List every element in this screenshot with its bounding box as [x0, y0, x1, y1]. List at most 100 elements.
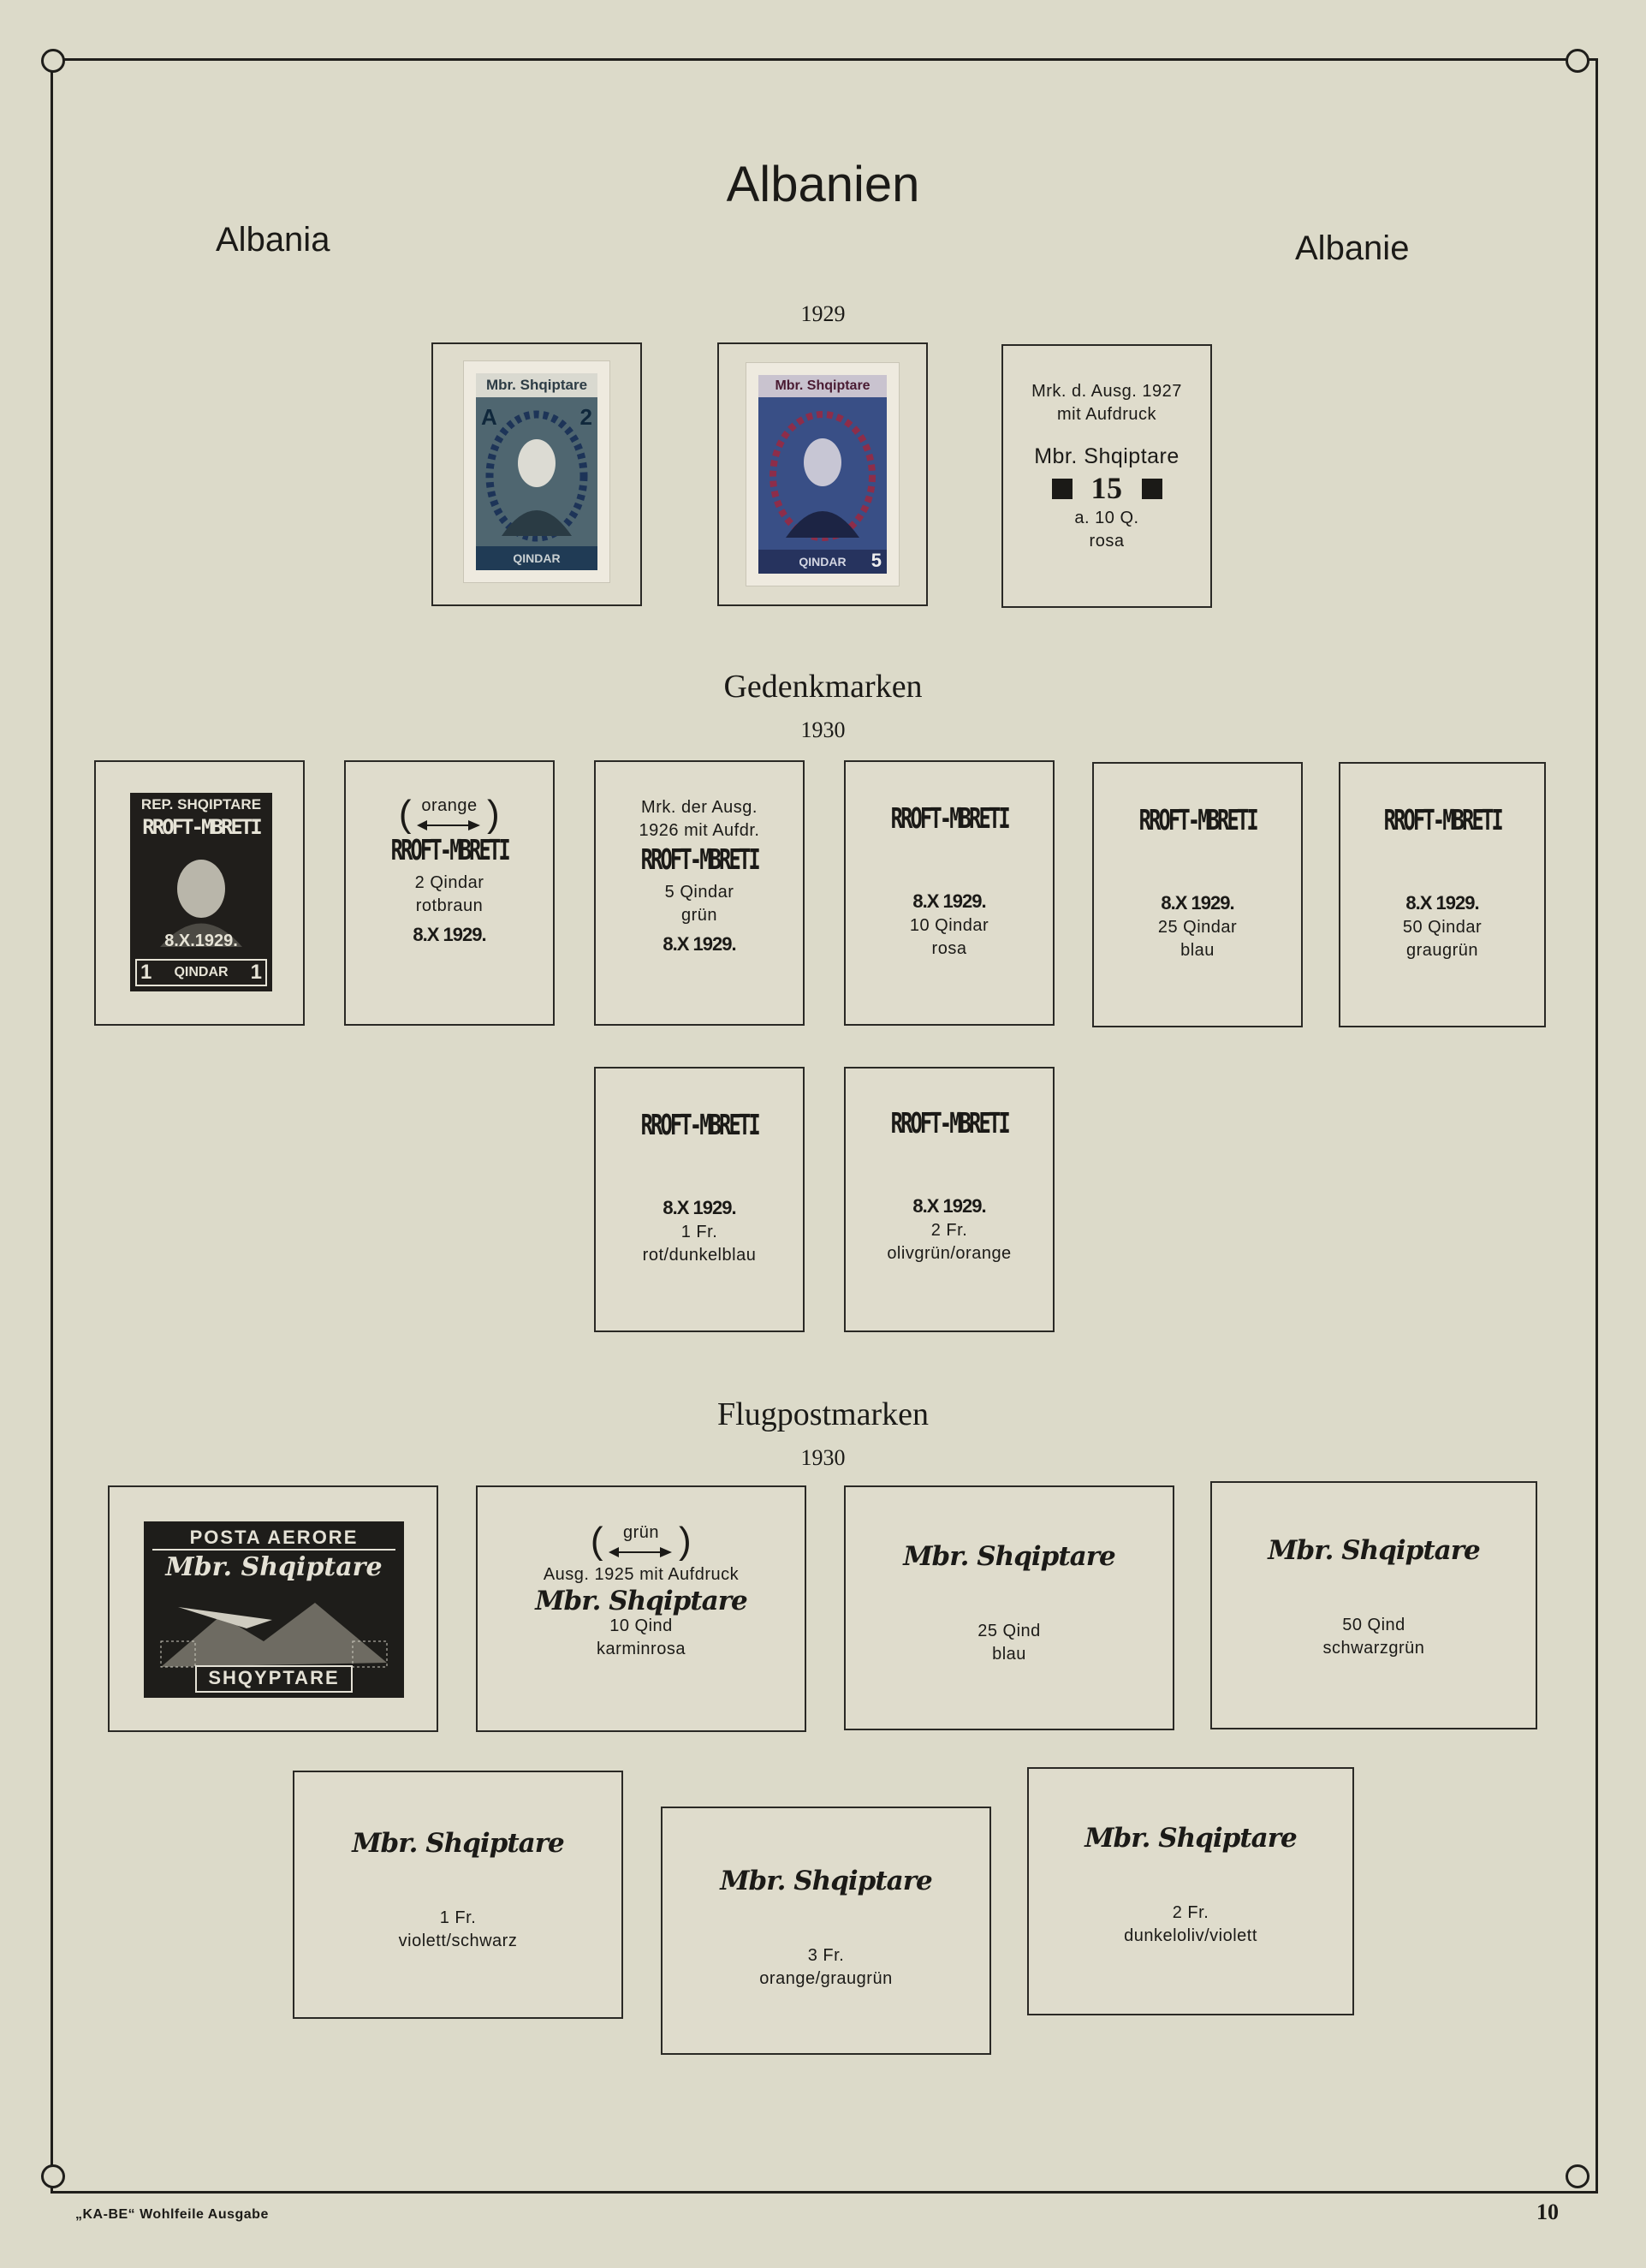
- frame-corner: [41, 49, 65, 73]
- slot-date: 8.X 1929.: [912, 890, 986, 912]
- slot-color: olivgrün/orange: [887, 1244, 1012, 1263]
- stamp-mark-left: A: [481, 404, 497, 430]
- footer-publisher: „KA-BE“ Wohlfeile Ausgabe: [75, 2207, 269, 2222]
- frame-corner: [1566, 49, 1590, 73]
- slot-overprint: RROFT-MBRETI: [890, 801, 1010, 835]
- stamp-slot: Mbr. Shqiptare QINDAR 5: [717, 342, 928, 606]
- stamp-portrait-icon: [485, 410, 588, 542]
- stamp-slot: REP. SHQIPTARE RROFT-MBRETI 8.X.1929. 1 …: [94, 760, 305, 1026]
- slot-overprint: RROFT-MBRETI: [1138, 803, 1258, 836]
- slot-color: karminrosa: [597, 1640, 686, 1658]
- stamp-bottom-text: QINDAR: [758, 550, 887, 574]
- slot-color: grün: [680, 906, 718, 925]
- stamp-value: 1: [250, 961, 262, 984]
- empty-stamp-slot: RROFT-MBRETI 8.X 1929. 2 Fr. olivgrün/or…: [844, 1067, 1055, 1332]
- empty-stamp-slot: ( orange ) RROFT-MBRETI 2 Qindar rotbrau…: [344, 760, 555, 1026]
- slot-description: Mrk. der Ausg.: [641, 798, 758, 817]
- slot-overprint: Mbr. Shqiptare: [720, 1866, 933, 1896]
- slot-color: rosa: [1089, 532, 1125, 551]
- slot-overprint: RROFT-MBRETI: [640, 1108, 760, 1141]
- square-mark: [1051, 478, 1073, 499]
- slot-date: 8.X 1929.: [1405, 892, 1479, 914]
- slot-value: 10 Qindar: [909, 916, 989, 935]
- slot-base-value: a. 10 Q.: [1074, 509, 1139, 527]
- empty-stamp-slot: Mbr. Shqiptare 25 Qind blau: [844, 1485, 1174, 1730]
- slot-color: violett/schwarz: [398, 1932, 518, 1950]
- slot-value: 2 Qindar: [414, 873, 484, 892]
- empty-stamp-slot: Mrk. d. Ausg. 1927 mit Aufdruck Mbr. Shq…: [1001, 344, 1212, 608]
- section2-year: 1930: [800, 717, 846, 742]
- slot-description: Mrk. d. Ausg. 1927: [1031, 382, 1182, 401]
- arrow-left-icon: [417, 820, 480, 830]
- arrow-left-icon: [609, 1547, 672, 1557]
- empty-stamp-slot: RROFT-MBRETI 8.X 1929. 25 Qindar blau: [1092, 762, 1303, 1027]
- title-french: Albanie: [1295, 229, 1410, 267]
- empty-stamp-slot: Mrk. der Ausg. 1926 mit Aufdr. RROFT-MBR…: [594, 760, 805, 1026]
- stamp-king-black: REP. SHQIPTARE RROFT-MBRETI 8.X.1929. 1 …: [130, 793, 272, 991]
- slot-value: 2 Fr.: [1172, 1903, 1209, 1922]
- empty-stamp-slot: Mbr. Shqiptare 3 Fr. orange/graugrün: [661, 1807, 991, 2055]
- arrow-color-label: grün: [622, 1523, 660, 1542]
- stamp-bottom-text: QINDAR: [476, 546, 597, 570]
- frame-corner: [41, 2164, 65, 2188]
- slot-value: 5 Qindar: [664, 883, 734, 902]
- empty-stamp-slot: RROFT-MBRETI 8.X 1929. 50 Qindar graugrü…: [1339, 762, 1546, 1027]
- section3-heading: Flugpostmarken: [717, 1396, 929, 1432]
- slot-overprint: Mbr. Shqiptare: [903, 1541, 1116, 1572]
- stamp-value: 1: [140, 961, 152, 984]
- stamp-top-text: REP. SHQIPTARE: [140, 796, 262, 813]
- empty-stamp-slot: Mbr. Shqiptare 2 Fr. dunkeloliv/violett: [1027, 1767, 1354, 2015]
- slot-color: schwarzgrün: [1322, 1639, 1425, 1658]
- slot-value: 50 Qind: [1342, 1616, 1405, 1634]
- arrow-color-label: orange: [421, 796, 478, 815]
- slot-date: 8.X 1929.: [663, 1197, 736, 1218]
- slot-color: rot/dunkelblau: [642, 1246, 757, 1265]
- stamp-slot: Mbr. Shqiptare A 2 QINDAR: [431, 342, 642, 606]
- airplane-mountain-icon: [160, 1603, 388, 1668]
- empty-stamp-slot: ( grün ) Ausg. 1925 mit Aufdruck Mbr. Sh…: [476, 1485, 806, 1732]
- empty-stamp-slot: RROFT-MBRETI 8.X 1929. 10 Qindar rosa: [844, 760, 1055, 1026]
- slot-color: rosa: [931, 939, 967, 958]
- slot-date: 8.X 1929.: [1161, 892, 1234, 914]
- slot-description: mit Aufdruck: [1056, 405, 1157, 424]
- stamp-mark-right: 2: [579, 404, 592, 430]
- empty-stamp-slot: Mbr. Shqiptare 50 Qind schwarzgrün: [1210, 1481, 1537, 1729]
- slot-color: blau: [992, 1645, 1026, 1664]
- slot-overprint: Mbr. Shqiptare: [352, 1828, 565, 1859]
- page-title: Albanien: [726, 157, 920, 212]
- square-mark: [1141, 478, 1162, 499]
- stamp-overprint: Mbr. Shqiptare: [165, 1552, 383, 1582]
- section1-year: 1929: [800, 301, 846, 326]
- slot-value: 25 Qind: [977, 1622, 1041, 1640]
- stamp-bottom-text: SHQYPTARE: [195, 1665, 353, 1693]
- stamp-airmail-black: POSTA AERORE Mbr. Shqiptare SHQYPTARE: [144, 1521, 404, 1698]
- slot-overprint-value: 15: [1090, 471, 1123, 505]
- slot-overprint: Mbr. Shqiptare: [535, 1586, 748, 1616]
- slot-color: graugrün: [1405, 941, 1479, 960]
- slot-overprint: RROFT-MBRETI: [640, 842, 760, 876]
- slot-value: 1 Fr.: [680, 1223, 718, 1241]
- slot-value: 2 Fr.: [930, 1221, 968, 1240]
- slot-value: 50 Qindar: [1402, 918, 1483, 937]
- slot-value: 3 Fr.: [807, 1946, 845, 1965]
- slot-description: Ausg. 1925 mit Aufdruck: [543, 1565, 740, 1584]
- stamp-portrait-blue: Mbr. Shqiptare A 2 QINDAR: [464, 361, 609, 582]
- stamp-top-text: Mbr. Shqiptare: [476, 373, 597, 397]
- section2-heading: Gedenkmarken: [723, 669, 923, 705]
- slot-value: 25 Qindar: [1157, 918, 1238, 937]
- slot-overprint: RROFT-MBRETI: [390, 833, 510, 866]
- slot-color: orange/graugrün: [759, 1969, 893, 1988]
- slot-description: 1926 mit Aufdr.: [639, 821, 760, 840]
- page-frame: [51, 58, 1598, 2194]
- empty-stamp-slot: Mbr. Shqiptare 1 Fr. violett/schwarz: [293, 1771, 623, 2019]
- slot-value: 10 Qind: [609, 1616, 673, 1635]
- page-number: 10: [1536, 2200, 1559, 2224]
- slot-value: 1 Fr.: [439, 1908, 477, 1927]
- stamp-portrait-violet: Mbr. Shqiptare QINDAR 5: [746, 363, 899, 586]
- stamp-bottom-text: QINDAR: [174, 965, 229, 979]
- slot-date: 8.X 1929.: [663, 933, 736, 955]
- slot-color: rotbraun: [415, 896, 484, 915]
- slot-color: blau: [1180, 941, 1215, 960]
- stamp-top-text: Mbr. Shqiptare: [758, 375, 887, 397]
- slot-overprint: Mbr. Shqiptare: [1034, 444, 1180, 468]
